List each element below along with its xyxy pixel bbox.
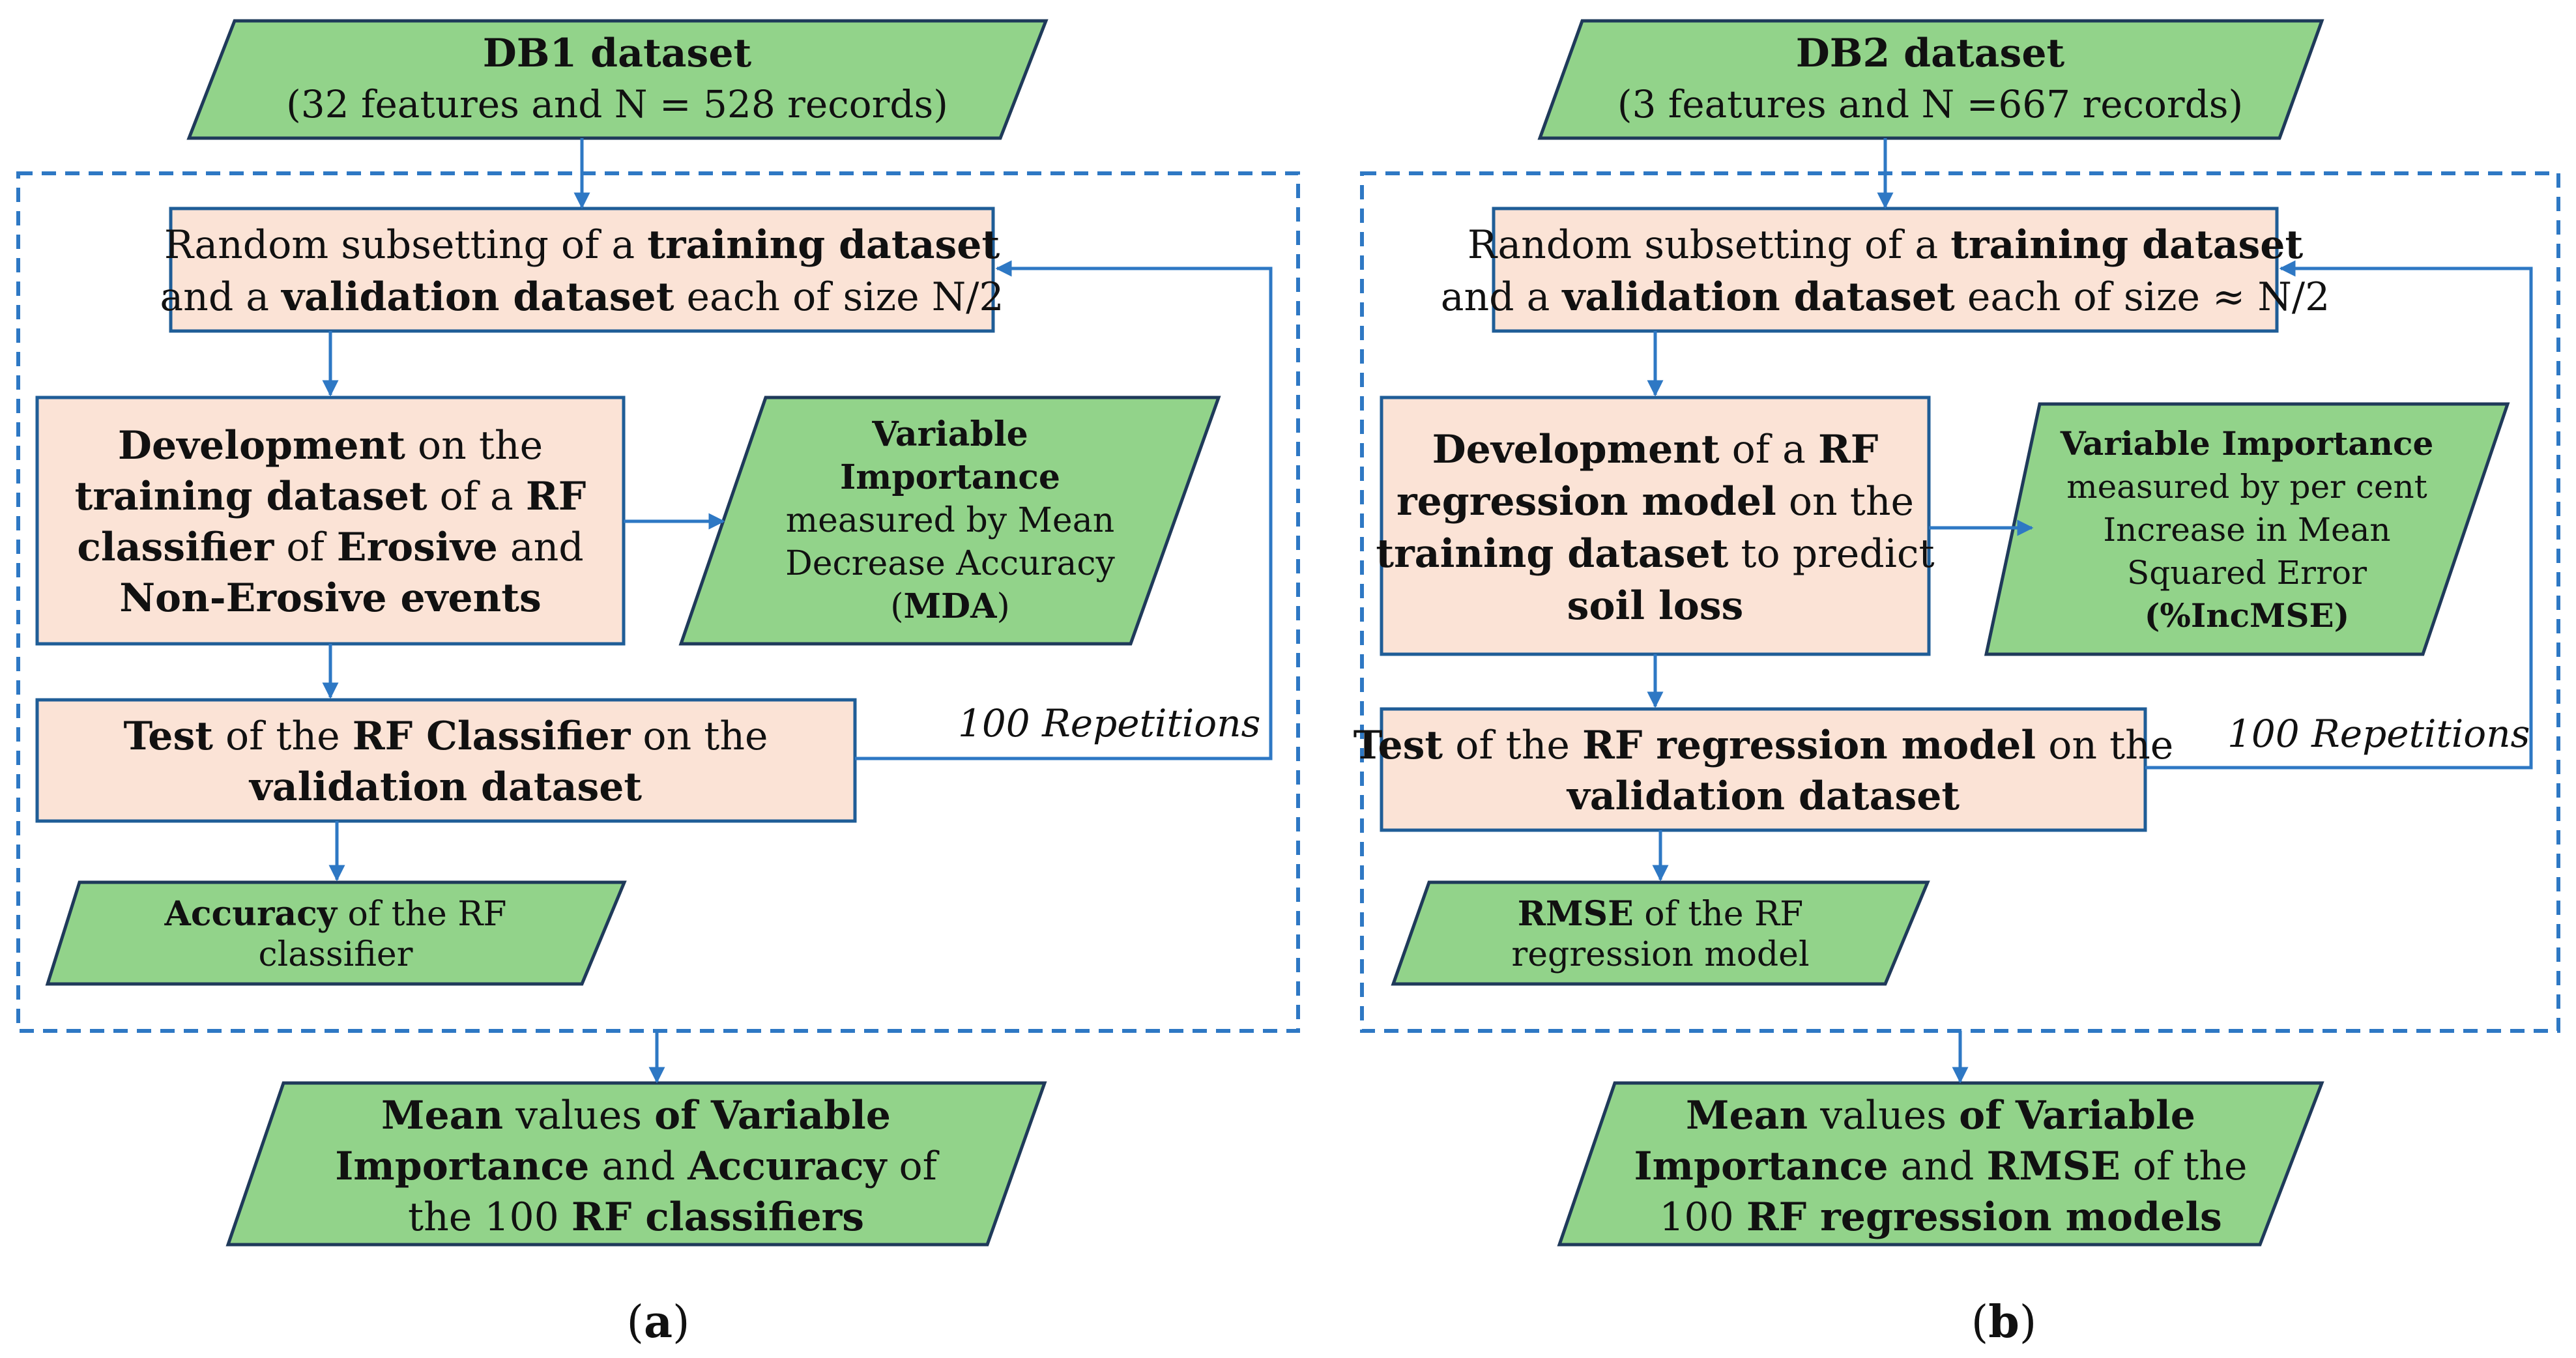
vi-line-1: Variable	[871, 414, 1028, 454]
repetition-loop-arrow-a	[855, 260, 1273, 760]
db1-subtitle: (32 features and N = 528 records)	[286, 82, 948, 126]
subset-line-1: Random subsetting of a training dataset	[164, 222, 1000, 268]
vi-line-2: Importance	[840, 457, 1060, 497]
panel-a: DB1 dataset (32 features and N = 528 rec…	[16, 19, 1300, 1348]
test-b-line-2: validation dataset	[1566, 773, 1960, 819]
development-box-b: Development of a RF regression model on …	[1376, 396, 1935, 656]
develop-line-3: classifier of Erosive and	[77, 525, 583, 570]
rmse-line-2: regression model	[1511, 935, 1809, 974]
db1-dataset-box: DB1 dataset (32 features and N = 528 rec…	[186, 19, 1049, 140]
repetition-loop-arrow-b	[2145, 260, 2533, 770]
develop-b-line-3: training dataset to predict	[1376, 531, 1934, 577]
mean-values-box-a: Mean values of Variable Importance and A…	[225, 1081, 1047, 1247]
vi-b-line-3: Increase in Mean	[2103, 511, 2390, 549]
rmse-line-1: RMSE of the RF	[1518, 894, 1804, 934]
rmse-box: RMSE of the RF regression model	[1391, 880, 1930, 986]
panel-b: DB2 dataset (3 features and N =667 recor…	[1353, 19, 2560, 1348]
random-subsetting-box-b: Random subsetting of a training dataset …	[1441, 207, 2330, 333]
random-subsetting-box: Random subsetting of a training dataset …	[160, 207, 1004, 333]
mean-a-line-1: Mean values of Variable	[381, 1093, 891, 1138]
vi-b-line-4: Squared Error	[2127, 554, 2367, 592]
subset-line-2: and a validation dataset each of size N/…	[160, 274, 1004, 320]
variable-importance-incmse-box: Variable Importance measured by per cent…	[1984, 402, 2510, 656]
mean-a-line-3: the 100 RF classifiers	[408, 1194, 864, 1240]
mean-a-line-2: Importance and Accuracy of	[335, 1144, 939, 1189]
develop-line-4: Non-Erosive events	[119, 575, 542, 621]
vi-line-5: (MDA)	[890, 586, 1010, 626]
accuracy-line-2: classifier	[258, 935, 412, 974]
test-b-line-1: Test of the RF regression model on the	[1353, 723, 2174, 768]
test-box: Test of the RF Classifier on the validat…	[35, 698, 857, 823]
vi-b-line-1: Variable Importance	[2060, 424, 2434, 463]
develop-b-line-4: soil loss	[1567, 583, 1744, 629]
repetitions-label-b: 100 Repetitions	[2227, 712, 2530, 756]
subset-b-line-2: and a validation dataset each of size ≈ …	[1441, 274, 2330, 320]
db2-dataset-box: DB2 dataset (3 features and N =667 recor…	[1537, 19, 2324, 140]
caption-b: (b)	[1971, 1296, 2037, 1348]
mean-b-line-3: 100 RF regression models	[1659, 1194, 2222, 1240]
db2-subtitle: (3 features and N =667 records)	[1617, 82, 2243, 126]
accuracy-box: Accuracy of the RF classifier	[45, 880, 627, 986]
mean-values-box-b: Mean values of Variable Importance and R…	[1557, 1081, 2324, 1247]
vi-b-line-5: (%IncMSE)	[2145, 596, 2350, 635]
vi-b-line-2: measured by per cent	[2066, 468, 2427, 506]
test-box-b: Test of the RF regression model on the v…	[1353, 707, 2174, 832]
develop-line-1: Development on the	[118, 423, 543, 469]
accuracy-line-1: Accuracy of the RF	[164, 894, 507, 934]
mean-b-line-1: Mean values of Variable	[1686, 1093, 2195, 1138]
develop-line-2: training dataset of a RF	[75, 474, 586, 519]
test-line-1: Test of the RF Classifier on the	[124, 714, 768, 759]
subset-b-line-1: Random subsetting of a training dataset	[1468, 222, 2304, 268]
repetitions-label-a: 100 Repetitions	[958, 701, 1260, 745]
vi-line-4: Decrease Accuracy	[785, 544, 1115, 583]
variable-importance-mda-box: Variable Importance measured by Mean Dec…	[678, 396, 1221, 646]
develop-b-line-2: regression model on the	[1397, 479, 1914, 525]
test-line-2: validation dataset	[248, 764, 643, 810]
develop-b-line-1: Development of a RF	[1432, 427, 1879, 472]
development-box: Development on the training dataset of a…	[35, 396, 626, 646]
db1-title: DB1 dataset	[483, 31, 752, 76]
mean-b-line-2: Importance and RMSE of the	[1634, 1144, 2247, 1189]
db2-title: DB2 dataset	[1796, 31, 2065, 76]
vi-line-3: measured by Mean	[786, 501, 1114, 540]
caption-a: (a)	[626, 1296, 689, 1348]
